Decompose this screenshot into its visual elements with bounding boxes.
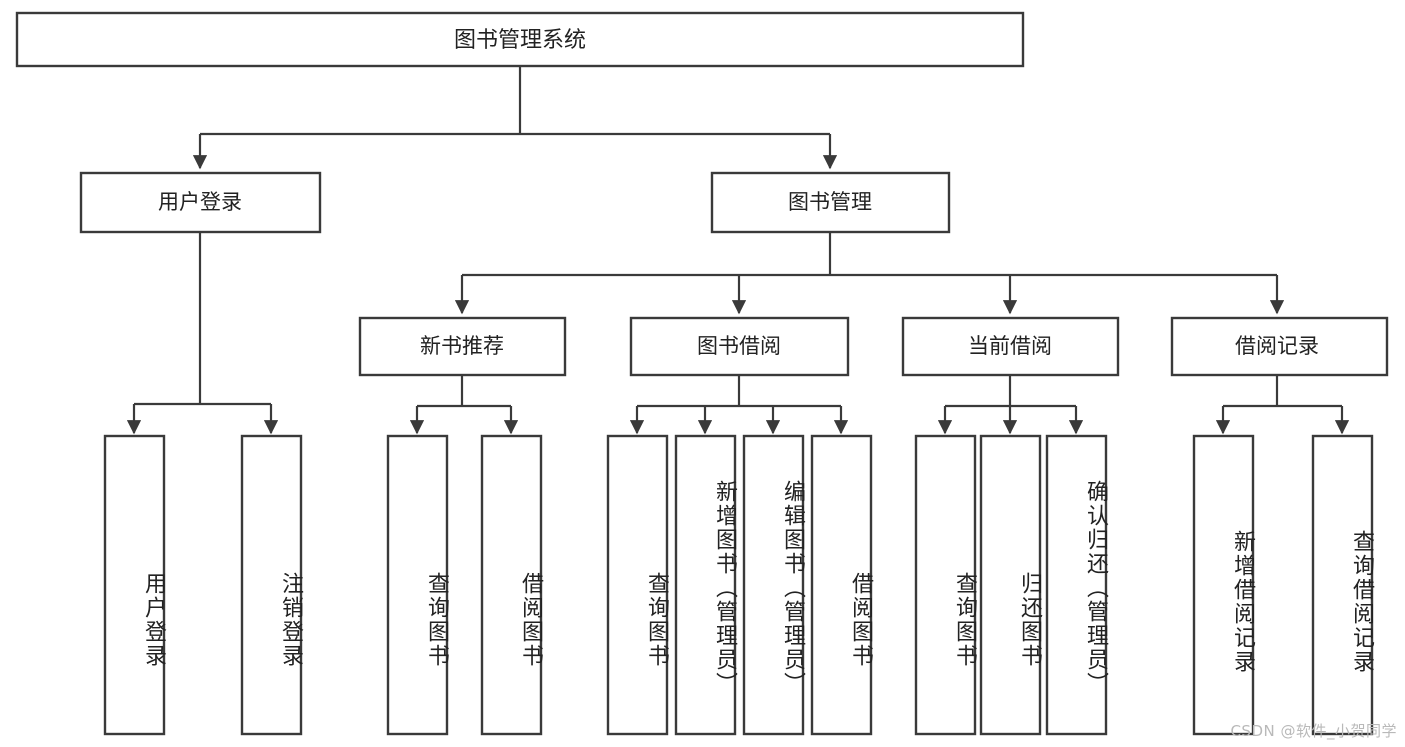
node-new-book-recommend-label: 新书推荐 [420,334,504,358]
csdn-watermark: CSDN @软件_小贺同学 [1230,722,1397,740]
node-leaf-borrow-book-1[interactable] [480,434,543,736]
node-leaf-query-book-2[interactable] [606,434,669,736]
node-user-login[interactable] [79,171,322,234]
node-book-borrow-label: 图书借阅 [697,334,781,358]
node-leaf-query-book-1[interactable] [386,434,449,736]
node-leaf-edit-book[interactable] [742,434,805,736]
node-root-label: 图书管理系统 [454,28,586,53]
node-leaf-add-record[interactable] [1192,434,1255,736]
node-leaf-return-book[interactable] [979,434,1042,736]
node-leaf-query-record[interactable] [1311,434,1374,736]
node-leaf-borrow-book-2[interactable] [810,434,873,736]
node-borrow-record[interactable] [1170,316,1389,377]
node-borrow-record-label: 借阅记录 [1235,334,1319,358]
node-leaf-query-book-3[interactable] [914,434,977,736]
node-leaf-user-logout[interactable] [240,434,303,736]
node-root[interactable] [15,11,1025,68]
node-book-manage-label: 图书管理 [788,190,872,214]
node-new-book-recommend[interactable] [358,316,567,377]
node-leaf-confirm-return[interactable] [1045,434,1108,736]
node-leaf-add-book[interactable] [674,434,737,736]
node-user-login-label: 用户登录 [158,190,242,214]
node-current-borrow-label: 当前借阅 [968,334,1052,358]
node-book-borrow[interactable] [629,316,850,377]
node-leaf-user-login[interactable] [103,434,166,736]
node-current-borrow[interactable] [901,316,1120,377]
node-book-manage[interactable] [710,171,951,234]
